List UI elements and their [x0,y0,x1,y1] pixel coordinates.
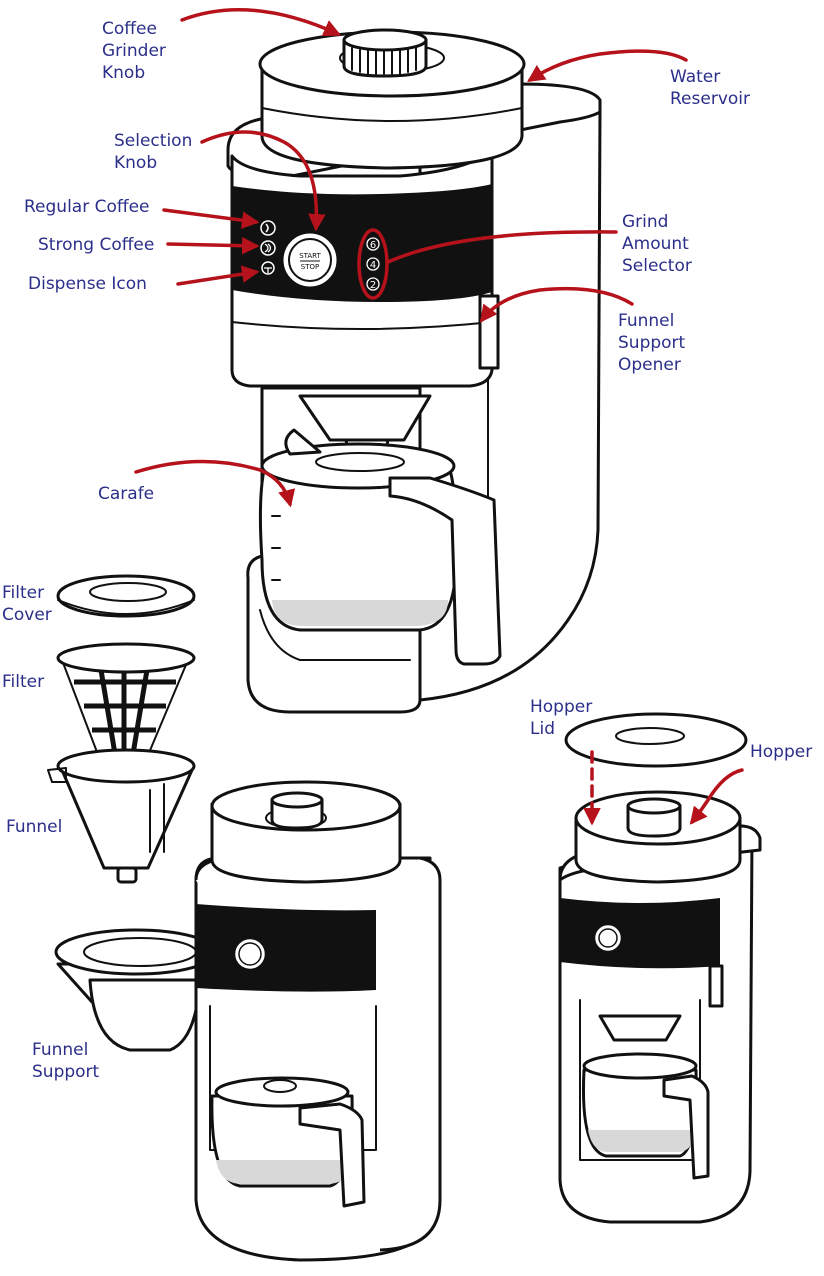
label-water-reservoir-1: Water [670,67,720,87]
label-strong-coffee: Strong Coffee [38,235,154,255]
grind-2: 2 [370,280,376,291]
main-coffee-maker: START STOP 6 4 2 [226,28,602,714]
label-filter: Filter [2,672,44,692]
label-grinder-knob-2: Grinder [102,41,166,61]
label-selection-knob-1: Selection [114,131,192,151]
label-funnel-support-opener-2: Support [618,333,686,353]
hopper-lid [564,712,748,768]
selection-knob[interactable]: START STOP [280,230,340,290]
filter [56,642,196,761]
label-hopper: Hopper [750,742,812,762]
labels: Coffee Grinder Knob Water Reservoir Sele… [2,19,812,1082]
label-funnel: Funnel [6,817,62,837]
grinder-knob[interactable] [342,28,428,78]
label-carafe: Carafe [98,484,154,504]
label-selection-knob-2: Knob [114,153,157,173]
stop-label: STOP [301,263,319,271]
dispense-icon [261,261,275,275]
label-filter-cover-2: Cover [2,605,52,625]
carafe [258,428,502,666]
label-grind-amount-1: Grind [622,212,668,232]
label-filter-cover-1: Filter [2,583,44,603]
start-label: START [299,252,321,260]
label-funnel-support-1: Funnel [32,1040,88,1060]
regular-coffee-icon [260,220,276,236]
funnel-support [54,928,218,1052]
callouts [134,8,744,826]
label-grinder-knob-3: Knob [102,63,145,83]
assembled-coffee-maker [194,780,442,1262]
funnel [47,748,196,884]
grind-6: 6 [370,240,376,251]
label-water-reservoir-2: Reservoir [670,89,750,109]
strong-coffee-icon [260,240,276,256]
label-hopper-lid-2: Lid [530,719,555,739]
label-hopper-lid-1: Hopper [530,697,592,717]
filter-cover [56,574,196,618]
grind-4: 4 [370,260,376,271]
label-funnel-support-opener-1: Funnel [618,311,674,331]
hopper-coffee-maker [558,790,762,1224]
label-funnel-support-opener-3: Opener [618,355,681,375]
label-grind-amount-2: Amount [622,234,689,254]
label-grinder-knob-1: Coffee [102,19,157,39]
label-grind-amount-3: Selector [622,256,692,276]
label-regular-coffee: Regular Coffee [24,197,150,217]
label-funnel-support-2: Support [32,1062,100,1082]
grind-amount-selector[interactable]: 6 4 2 [366,237,380,291]
label-dispense-icon: Dispense Icon [28,274,147,294]
